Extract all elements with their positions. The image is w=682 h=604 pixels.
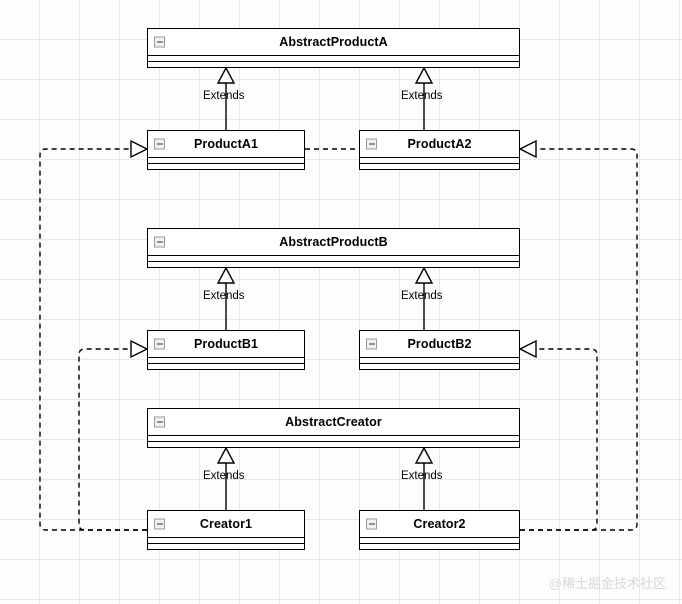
class-header: ProductA1 [148,131,304,158]
class-name-label: AbstractCreator [285,415,382,429]
collapse-minus-icon[interactable] [366,138,377,150]
class-name-label: ProductB2 [407,337,472,351]
collapse-minus-icon[interactable] [154,338,165,350]
collapse-minus-icon[interactable] [366,518,377,530]
class-header: Creator2 [360,511,519,538]
operations-compartment [360,364,519,369]
class-box-abstract-product-a[interactable]: AbstractProductA [147,28,520,68]
generalization-productB2-abstractProductB [414,266,434,330]
dependency-creator2-productB2 [520,348,598,531]
generalization-creator1-abstractCreator [216,446,236,510]
class-header: ProductB1 [148,331,304,358]
collapse-minus-icon[interactable] [154,518,165,530]
operations-compartment [148,164,304,169]
collapse-minus-icon[interactable] [366,338,377,350]
class-name-label: ProductA1 [193,137,259,151]
dependency-edges [39,148,638,531]
class-header: AbstractCreator [148,409,519,436]
collapse-minus-icon[interactable] [154,236,165,248]
class-box-abstract-product-b[interactable]: AbstractProductB [147,228,520,268]
class-box-product-a1[interactable]: ProductA1 [147,130,305,170]
class-box-product-a2[interactable]: ProductA2 [359,130,520,170]
attributes-compartment [148,56,519,62]
dependency-creator2-productA2 [520,148,638,531]
class-header: AbstractProductB [148,229,519,256]
class-box-abstract-creator[interactable]: AbstractCreator [147,408,520,448]
generalization-productA2-abstractProductA [414,66,434,130]
operations-compartment [148,262,519,267]
attributes-compartment [360,358,519,364]
operations-compartment [360,544,519,549]
class-name-label: ProductA2 [407,137,472,151]
edge-label-extends-productA2: Extends [401,90,443,102]
generalization-productB1-abstractProductB [216,266,236,330]
collapse-minus-icon[interactable] [154,36,165,48]
operations-compartment [360,164,519,169]
class-box-creator1[interactable]: Creator1 [147,510,305,550]
collapse-minus-icon[interactable] [154,138,165,150]
generalization-edges [216,66,434,510]
edge-label-extends-creator1: Extends [203,470,245,482]
operations-compartment [148,442,519,447]
class-name-label: ProductB1 [193,337,259,351]
attributes-compartment [360,538,519,544]
class-header: Creator1 [148,511,304,538]
generalization-productA1-abstractProductA [216,66,236,130]
attributes-compartment [148,436,519,442]
class-box-creator2[interactable]: Creator2 [359,510,520,550]
edge-label-extends-productB2: Extends [401,290,443,302]
operations-compartment [148,62,519,67]
class-header: AbstractProductA [148,29,519,56]
operations-compartment [148,364,304,369]
class-name-label: Creator1 [199,517,253,531]
arrowhead-productA2-outer [518,139,537,159]
class-name-label: AbstractProductA [279,35,388,49]
operations-compartment [148,544,304,549]
class-name-label: AbstractProductB [279,235,388,249]
attributes-compartment [148,256,519,262]
edge-label-extends-productB1: Extends [203,290,245,302]
arrowhead-productA1 [130,139,149,159]
arrowhead-productB2 [518,339,537,359]
class-header: ProductB2 [360,331,519,358]
edge-label-extends-productA1: Extends [203,90,245,102]
attributes-compartment [148,538,304,544]
class-name-label: Creator2 [413,517,466,531]
watermark-text: @稀土掘金技术社区 [548,576,666,591]
attributes-compartment [360,158,519,164]
attributes-compartment [148,158,304,164]
dependency-creator1-productA1 [39,148,147,531]
class-header: ProductA2 [360,131,519,158]
edge-label-extends-creator2: Extends [401,470,443,482]
class-box-product-b2[interactable]: ProductB2 [359,330,520,370]
class-box-product-b1[interactable]: ProductB1 [147,330,305,370]
generalization-creator2-abstractCreator [414,446,434,510]
collapse-minus-icon[interactable] [154,416,165,428]
attributes-compartment [148,358,304,364]
arrowhead-productB1 [130,339,149,359]
dependency-creator1-productB1 [78,348,147,531]
